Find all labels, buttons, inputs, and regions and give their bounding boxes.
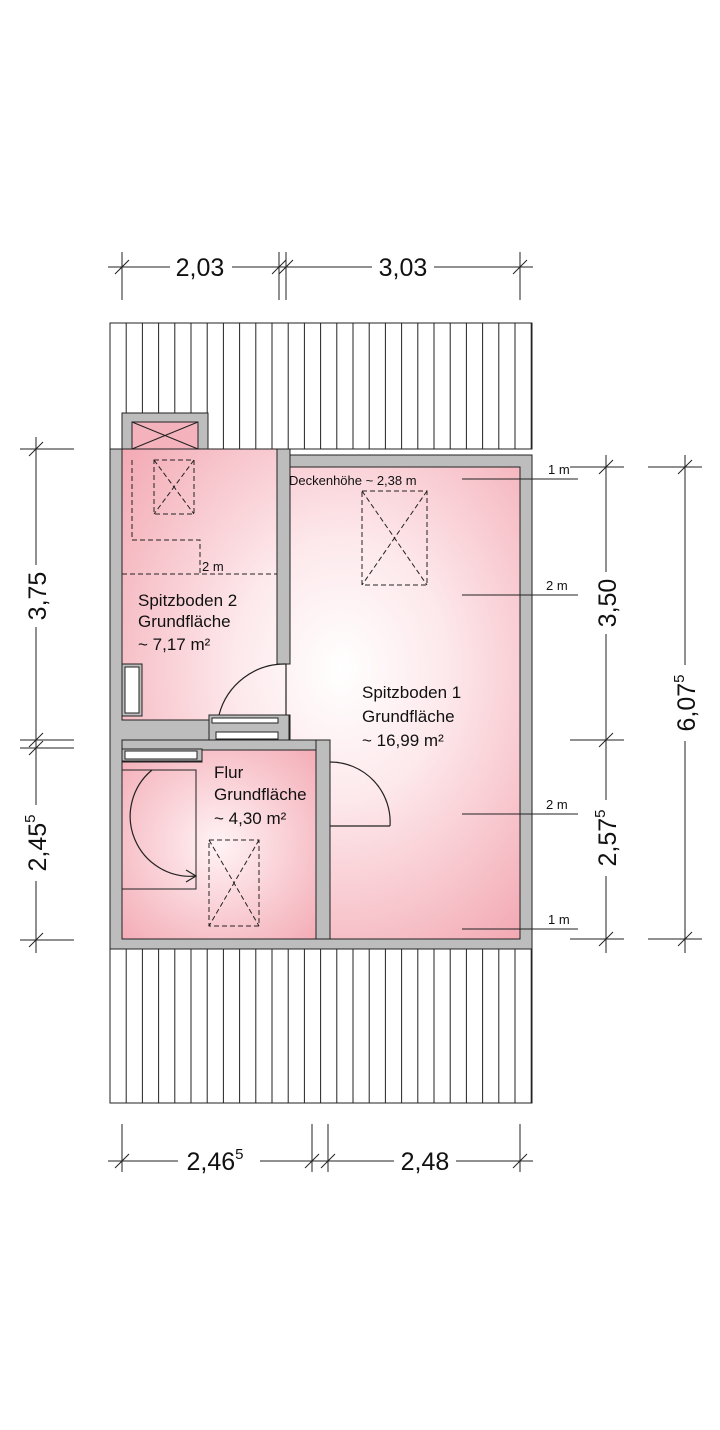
roof-windows (122, 459, 428, 927)
dim-right-upper: 3,50 (594, 579, 622, 628)
room-flur-area: ~ 4,30 m² (214, 809, 287, 828)
dim-bottom-right: 2,48 (401, 1148, 450, 1176)
line-label-1m-bottom: 1 m (548, 912, 570, 927)
line-label-2m-lower: 2 m (546, 797, 568, 812)
height-lines (462, 478, 578, 930)
ceiling-height-note: Deckenhöhe ~ 2,38 m (289, 473, 417, 488)
stair-outline (122, 769, 197, 890)
room-spitzboden-2-area: ~ 7,17 m² (138, 635, 211, 654)
room-fills (121, 421, 521, 940)
room-flur-label: Grundfläche (214, 785, 307, 804)
room-spitzboden-1-name: Spitzboden 1 (362, 683, 461, 702)
room-spitzboden-1-label: Grundfläche (362, 707, 455, 726)
room-spitzboden-2-label: Grundfläche (138, 612, 231, 631)
line-label-2m-sb2: 2 m (202, 559, 224, 574)
dim-bottom-left: 2,465 (186, 1146, 243, 1176)
line-label-1m-top: 1 m (548, 462, 570, 477)
dim-top-left: 2,03 (176, 254, 225, 282)
room-spitzboden-1-area: ~ 16,99 m² (362, 731, 444, 750)
dimension-labels: 2,03 3,03 2,465 2,48 3,75 2,455 3,50 2,5… (21, 252, 701, 1176)
dim-left-upper: 3,75 (24, 572, 52, 621)
roof-slats-bottom (109, 948, 533, 1104)
room-flur-name: Flur (214, 763, 244, 782)
inner-walls (121, 448, 331, 940)
doors (129, 663, 391, 883)
room-labels: Spitzboden 2 Grundfläche ~ 7,17 m² Spitz… (138, 591, 461, 828)
dim-right-lower: 2,575 (592, 809, 622, 866)
dim-left-lower: 2,455 (22, 814, 52, 871)
annotations: Deckenhöhe ~ 2,38 m 1 m 2 m 2 m 1 m 2 m (202, 462, 570, 927)
line-label-2m-upper: 2 m (546, 578, 568, 593)
dim-right-total: 6,075 (671, 674, 701, 731)
dim-top-right: 3,03 (379, 254, 428, 282)
room-spitzboden-2-name: Spitzboden 2 (138, 591, 237, 610)
